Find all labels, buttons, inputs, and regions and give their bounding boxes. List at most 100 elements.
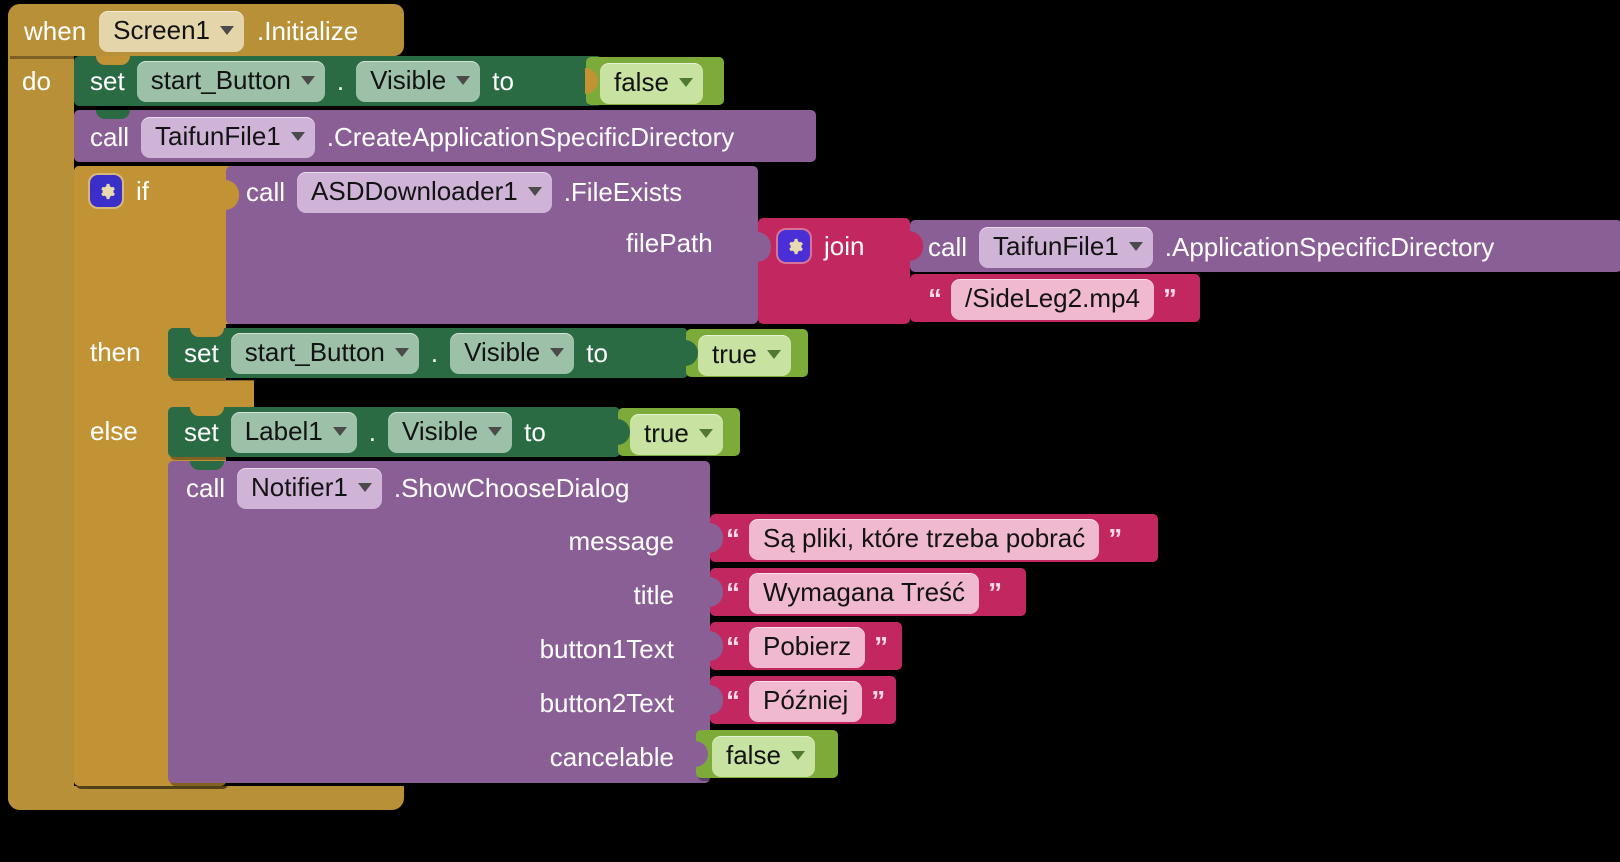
chevron-down-icon[interactable]: [332, 426, 347, 436]
open-quote: “: [726, 523, 740, 554]
dot-separator: .: [430, 338, 439, 368]
value-socket: [757, 232, 771, 262]
text-field-button2text[interactable]: Później: [749, 680, 863, 722]
component-dropdown-label: Screen1: [113, 14, 210, 45]
do-label: do: [22, 66, 51, 96]
param-label-title: title: [633, 580, 674, 610]
dot-separator: .: [368, 417, 376, 447]
chevron-down-icon[interactable]: [527, 186, 542, 196]
event-block-screen1-initialize[interactable]: [8, 4, 74, 810]
logic-dropdown-true[interactable]: true: [698, 335, 791, 376]
join-header[interactable]: join: [778, 228, 864, 264]
logic-dropdown-false[interactable]: false: [712, 736, 815, 777]
chevron-down-icon[interactable]: [220, 25, 234, 35]
value-plug: [585, 68, 598, 94]
text-title-content: “ Wymagana Treść ”: [726, 572, 1002, 614]
text-field-message[interactable]: Są pliki, które trzeba pobrać: [749, 518, 1100, 560]
chevron-down-icon[interactable]: [550, 347, 565, 357]
property-dropdown-visible[interactable]: Visible: [388, 411, 513, 453]
component-label: ASDDownloader1: [311, 175, 518, 206]
logic-false-value-2[interactable]: false: [712, 736, 815, 777]
chevron-down-icon[interactable]: [488, 426, 503, 436]
chevron-down-icon[interactable]: [456, 75, 471, 85]
component-label: TaifunFile1: [155, 120, 281, 151]
gear-icon[interactable]: [90, 175, 122, 207]
then-label: then: [90, 337, 141, 367]
method-name: .FileExists: [563, 177, 683, 207]
to-keyword: to: [492, 66, 514, 96]
call-notifier1-content: call Notifier1 .ShowChooseDialog: [186, 467, 629, 509]
set-start-button-true-content: set start_Button . Visible to: [184, 332, 608, 374]
param-label-filepath: filePath: [626, 228, 713, 258]
value-socket: [225, 180, 239, 210]
chevron-down-icon[interactable]: [357, 482, 372, 492]
component-dropdown-asddownloader1[interactable]: ASDDownloader1: [297, 171, 552, 213]
text-field-title[interactable]: Wymagana Treść: [749, 572, 980, 614]
call-keyword: call: [90, 122, 130, 152]
close-quote: ”: [1108, 523, 1123, 554]
logic-label: false: [614, 67, 669, 97]
text-message-content: “ Są pliki, które trzeba pobrać ”: [726, 518, 1123, 560]
text-field-button1text[interactable]: Pobierz: [749, 626, 866, 668]
logic-label: true: [644, 418, 689, 448]
logic-true-value-1[interactable]: true: [698, 335, 791, 376]
call-notifier1-showchoosedialog-block[interactable]: [168, 461, 710, 783]
chevron-down-icon[interactable]: [766, 350, 781, 359]
chevron-down-icon[interactable]: [1128, 241, 1143, 251]
component-label: Notifier1: [251, 471, 348, 502]
text-button1text-content: “ Pobierz ”: [726, 626, 888, 668]
if-label: if: [136, 176, 149, 206]
property-dropdown-visible[interactable]: Visible: [450, 332, 575, 374]
chevron-down-icon[interactable]: [698, 429, 713, 438]
component-dropdown-start-button[interactable]: start_Button: [136, 60, 325, 102]
logic-false-value-1[interactable]: false: [600, 63, 703, 104]
property-label: Visible: [370, 64, 447, 95]
value-socket: [709, 577, 723, 607]
param-label-message: message: [568, 526, 675, 556]
gear-icon[interactable]: [778, 230, 810, 262]
component-dropdown-taifunfile1[interactable]: TaifunFile1: [979, 226, 1153, 268]
logic-dropdown-false[interactable]: false: [600, 63, 703, 104]
component-dropdown-notifier1[interactable]: Notifier1: [237, 467, 382, 509]
method-name: .ApplicationSpecificDirectory: [1164, 232, 1495, 262]
chevron-down-icon[interactable]: [790, 751, 805, 760]
chevron-down-icon[interactable]: [290, 131, 305, 141]
logic-label: false: [726, 740, 781, 770]
dot-separator: .: [336, 66, 345, 96]
text-field-sideleg2[interactable]: /SideLeg2.mp4: [951, 278, 1154, 320]
chevron-down-icon[interactable]: [300, 75, 315, 85]
event-name: .Initialize: [257, 16, 359, 46]
open-quote: “: [726, 631, 740, 662]
if-header[interactable]: if: [90, 173, 149, 209]
chevron-down-icon[interactable]: [394, 347, 409, 357]
component-dropdown-start-button[interactable]: start_Button: [230, 332, 419, 374]
chevron-down-icon[interactable]: [678, 78, 693, 87]
param-label-button2text: button2Text: [539, 688, 674, 718]
block-top-notch: [190, 461, 224, 470]
set-keyword: set: [90, 66, 125, 96]
component-dropdown-label1[interactable]: Label1: [230, 411, 357, 453]
block-top-notch: [96, 56, 130, 65]
component-dropdown-screen1[interactable]: Screen1: [99, 10, 244, 52]
property-dropdown-visible[interactable]: Visible: [356, 60, 481, 102]
param-label-button1text: button1Text: [539, 634, 674, 664]
component-label: Label1: [244, 415, 323, 446]
block-top-notch: [190, 407, 224, 416]
set-keyword: set: [184, 417, 219, 447]
when-keyword: when: [24, 16, 87, 46]
event-block-foot: [8, 786, 404, 810]
else-label: else: [90, 416, 138, 446]
logic-dropdown-true[interactable]: true: [630, 414, 723, 455]
component-dropdown-taifunfile1[interactable]: TaifunFile1: [141, 116, 315, 158]
value-socket: [909, 283, 923, 313]
logic-true-value-2[interactable]: true: [630, 414, 723, 455]
call-create-dir-content: call TaifunFile1 .CreateApplicationSpeci…: [90, 116, 734, 158]
block-top-notch: [96, 110, 130, 119]
close-quote: ”: [1162, 283, 1177, 314]
join-label: join: [824, 231, 865, 261]
call-fileexists-content: call ASDDownloader1 .FileExists: [246, 171, 683, 213]
value-plug: [617, 419, 630, 445]
event-header-content: when Screen1 .Initialize: [24, 10, 359, 52]
value-socket: [909, 231, 923, 261]
